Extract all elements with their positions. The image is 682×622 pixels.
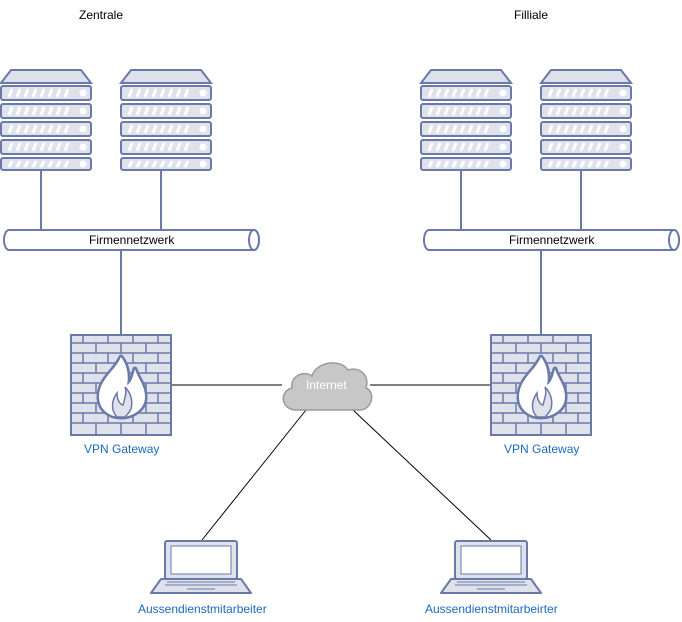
firewall-icon	[71, 335, 171, 435]
cloud-icon	[282, 362, 373, 411]
gateway-label-right: VPN Gateway	[504, 442, 580, 456]
server-rack-icon	[0, 68, 93, 172]
pipe-end-cap	[248, 229, 260, 251]
link-internet-to-laptop-right	[352, 409, 492, 541]
pipe-end-cap	[668, 229, 680, 251]
gateway-label-left: VPN Gateway	[84, 442, 160, 456]
network-label-left: Firmennetzwerk	[89, 233, 175, 247]
network-label-right: Firmennetzwerk	[509, 233, 595, 247]
server-rack-icon	[419, 68, 513, 172]
laptop-icon	[150, 540, 252, 594]
connector-lines	[40, 170, 582, 336]
server-rack-icon	[539, 68, 633, 172]
firewall-icon	[491, 335, 591, 435]
site-title-zentrale: Zentrale	[79, 8, 124, 22]
laptop-label-left: Aussendienstmitarbeiter	[138, 602, 267, 616]
link-internet-to-laptop-left	[201, 409, 307, 541]
internet-links	[172, 384, 492, 541]
server-rack-icon	[119, 68, 213, 172]
network-bus-right	[423, 229, 680, 251]
internet-label: Internet	[306, 378, 347, 392]
site-title-filliale: Filliale	[514, 8, 549, 22]
network-bus-left	[3, 229, 260, 251]
laptop-label-right: Aussendienstmitarbeirter	[425, 602, 558, 616]
laptop-icon	[440, 540, 542, 594]
